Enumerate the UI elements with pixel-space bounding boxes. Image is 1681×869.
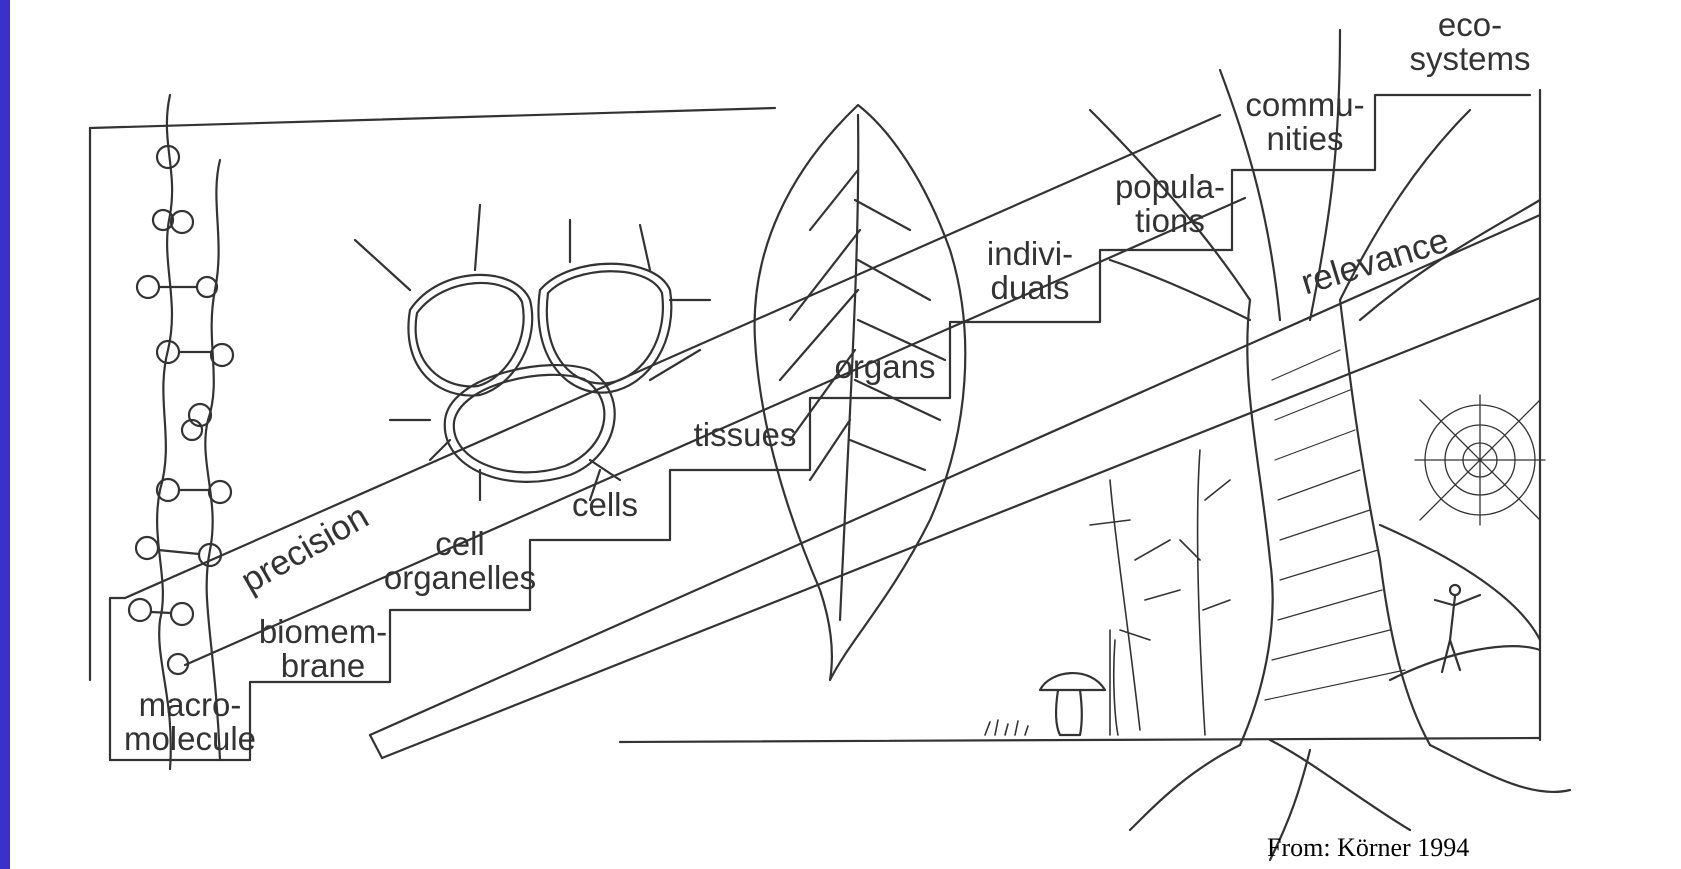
level-label-organs: organs bbox=[825, 350, 945, 384]
level-label-macromolecule: macro- molecule bbox=[115, 688, 265, 756]
level-label-individuals: indivi- duals bbox=[970, 237, 1090, 305]
level-label-cell-organelles: cell organelles bbox=[375, 527, 545, 595]
cells-line: cells bbox=[550, 488, 660, 522]
plant-cells bbox=[355, 205, 710, 500]
ecosystems-line-1: eco- bbox=[1400, 8, 1540, 42]
ecosystems-line-2: systems bbox=[1400, 42, 1540, 76]
level-label-tissues: tissues bbox=[685, 418, 805, 452]
tissues-line: tissues bbox=[685, 418, 805, 452]
macromolecule-chain bbox=[129, 95, 233, 769]
level-label-communities: commu- nities bbox=[1235, 88, 1375, 156]
macromolecule-line-2: molecule bbox=[115, 722, 265, 756]
populations-line-2: tions bbox=[1105, 204, 1235, 238]
frame-top-edge bbox=[90, 108, 775, 128]
communities-line-2: nities bbox=[1235, 122, 1375, 156]
individuals-line-1: indivi- bbox=[970, 237, 1090, 271]
slide: macro- molecule biomem- brane cell organ… bbox=[10, 0, 1681, 869]
populations-line-1: popula- bbox=[1105, 170, 1235, 204]
hill-front bbox=[1390, 646, 1540, 680]
shrubs bbox=[985, 450, 1230, 735]
spider-web bbox=[1415, 395, 1545, 525]
level-label-populations: popula- tions bbox=[1105, 170, 1235, 238]
level-label-cells: cells bbox=[550, 488, 660, 522]
level-label-biomembrane: biomem- brane bbox=[253, 615, 393, 683]
citation: From: Körner 1994 bbox=[1267, 833, 1469, 863]
biomembrane-line-2: brane bbox=[253, 649, 393, 683]
macromolecule-line-1: macro- bbox=[115, 688, 265, 722]
relevance-band-tip bbox=[370, 735, 382, 758]
biomembrane-line-1: biomem- bbox=[253, 615, 393, 649]
mushroom bbox=[1040, 673, 1105, 735]
cell-organelles-line-1: cell bbox=[375, 527, 545, 561]
precision-band-upper bbox=[125, 115, 1220, 598]
cell-organelles-line-2: organelles bbox=[375, 561, 545, 595]
level-label-ecosystems: eco- systems bbox=[1400, 8, 1540, 76]
communities-line-1: commu- bbox=[1235, 88, 1375, 122]
leaf bbox=[755, 105, 966, 680]
organs-line: organs bbox=[825, 350, 945, 384]
hill bbox=[1380, 525, 1540, 640]
frame-bottom-edge bbox=[620, 738, 1540, 742]
individuals-line-2: duals bbox=[970, 271, 1090, 305]
